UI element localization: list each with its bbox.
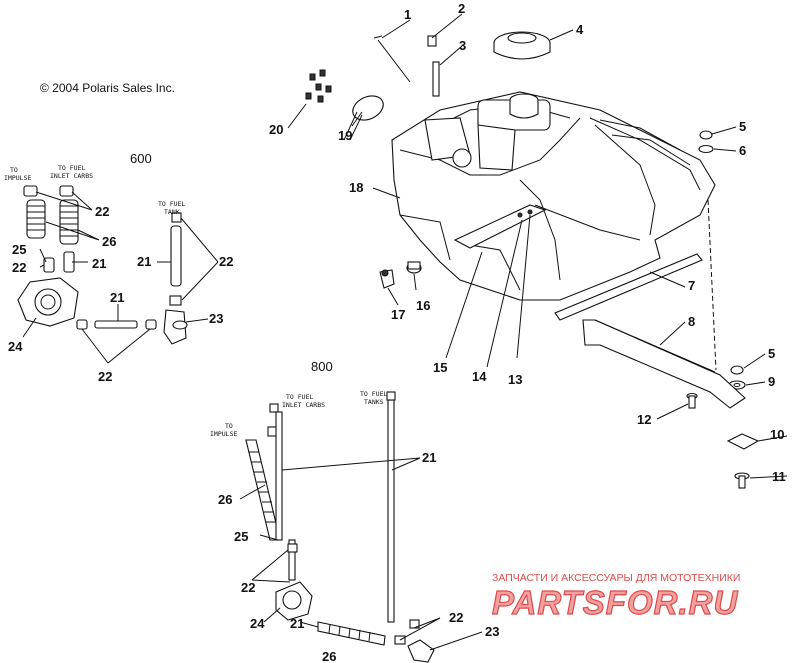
screws-20 — [305, 69, 332, 103]
note-b-to-fuel-tanks-line1: TO FUEL — [360, 390, 387, 398]
stud-3 — [432, 61, 440, 97]
callout-19: 19 — [338, 128, 352, 143]
callout-2: 2 — [458, 1, 465, 16]
callout-25-a: 25 — [12, 242, 26, 257]
callout-3: 3 — [459, 38, 466, 53]
bolt-11 — [734, 472, 750, 489]
callout-numbers: 1 2 3 4 5 6 7 8 5 9 10 11 12 13 14 15 16… — [8, 1, 786, 663]
callout-21-c: 21 — [137, 254, 151, 269]
callout-5-top: 5 — [739, 119, 746, 134]
bolt-12 — [686, 392, 698, 409]
callout-24-a: 24 — [8, 339, 23, 354]
callout-24-b: 24 — [250, 616, 265, 631]
note-b-to-fuel-tanks-line2: TANKS — [364, 398, 384, 406]
note-to-fuel-tank-line1: TO FUEL — [158, 200, 185, 208]
callout-22-f: 22 — [449, 610, 463, 625]
callout-16: 16 — [416, 298, 430, 313]
callout-26-c: 26 — [322, 649, 336, 663]
watermark-brand: PARTSFOR.RU — [492, 584, 738, 621]
callout-26-b: 26 — [218, 492, 232, 507]
callout-21-b: 21 — [110, 290, 124, 305]
pad-10 — [726, 433, 760, 450]
callout-13: 13 — [508, 372, 522, 387]
fuel-tank — [391, 91, 716, 301]
callout-18: 18 — [349, 180, 363, 195]
callout-22-b: 22 — [12, 260, 26, 275]
callout-11: 11 — [772, 469, 786, 484]
watermark-tagline: ЗАПЧАСТИ И АКСЕССУАРЫ ДЛЯ МОТОТЕХНИКИ — [492, 572, 740, 584]
note-to-impulse-line2: IMPULSE — [4, 174, 31, 182]
callout-22-d: 22 — [98, 369, 112, 384]
callout-21-e: 21 — [290, 616, 304, 631]
callout-15: 15 — [433, 360, 447, 375]
dashed-guide — [707, 199, 717, 371]
system-800 — [245, 391, 435, 663]
fitting-17 — [379, 269, 395, 289]
callout-17: 17 — [391, 307, 405, 322]
mount-bracket-8 — [582, 319, 746, 409]
note-to-impulse-line1: TO — [10, 166, 18, 174]
note-to-fuel-inlet-line1: TO FUEL — [58, 164, 85, 172]
strap-pad-7 — [554, 253, 703, 321]
washer-6 — [698, 144, 714, 154]
callout-21-a: 21 — [92, 256, 106, 271]
callout-21-d: 21 — [422, 450, 436, 465]
callout-12: 12 — [637, 412, 651, 427]
watermark: ЗАПЧАСТИ И АКСЕССУАРЫ ДЛЯ МОТОТЕХНИКИ PA… — [491, 572, 740, 622]
plug-2 — [427, 35, 437, 47]
callout-22-c: 22 — [219, 254, 233, 269]
callout-26-a: 26 — [102, 234, 116, 249]
note-to-fuel-inlet-line2: INLET CARBS — [50, 172, 93, 180]
fitting-16 — [406, 261, 422, 274]
callout-9: 9 — [768, 374, 775, 389]
callout-20: 20 — [269, 122, 283, 137]
filler-cap — [493, 31, 551, 60]
callout-1: 1 — [404, 7, 411, 22]
copyright-text: © 2004 Polaris Sales Inc. — [40, 81, 175, 95]
vent-rod — [373, 35, 411, 83]
callout-25-b: 25 — [234, 529, 248, 544]
callout-23-b: 23 — [485, 624, 499, 639]
note-b-to-fuel-inlet-line2: INLET CARBS — [282, 401, 325, 409]
note-to-fuel-tank-line2: TANK — [164, 208, 180, 216]
system-600 — [17, 185, 188, 345]
note-b-to-impulse-line1: TO — [225, 422, 233, 430]
callout-10: 10 — [770, 427, 784, 442]
callout-5-bottom: 5 — [768, 346, 775, 361]
callout-8: 8 — [688, 314, 695, 329]
callout-22-a: 22 — [95, 204, 109, 219]
model-label-600: 600 — [130, 151, 152, 166]
callout-22-e: 22 — [241, 580, 255, 595]
callout-14: 14 — [472, 369, 487, 384]
leader-lines — [22, 13, 788, 651]
callout-6: 6 — [739, 143, 746, 158]
nut-5-top — [699, 130, 713, 140]
note-b-to-fuel-inlet-line1: TO FUEL — [286, 393, 313, 401]
nut-5-bottom — [730, 365, 744, 375]
model-label-800: 800 — [311, 359, 333, 374]
routing-notes: TO IMPULSE TO FUEL INLET CARBS TO FUEL T… — [4, 164, 387, 438]
callout-7: 7 — [688, 278, 695, 293]
note-b-to-impulse-line2: IMPULSE — [210, 430, 237, 438]
callout-23-a: 23 — [209, 311, 223, 326]
callout-4: 4 — [576, 22, 584, 37]
